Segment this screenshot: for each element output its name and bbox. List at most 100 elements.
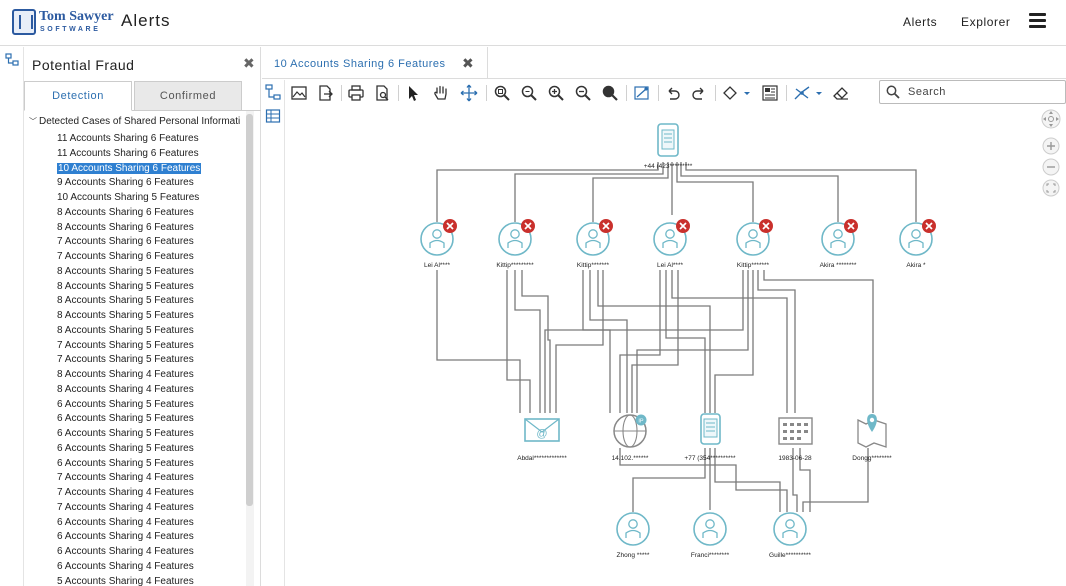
tree-item[interactable]: 6 Accounts Sharing 5 Features xyxy=(57,442,242,457)
zoom-fit-icon[interactable] xyxy=(492,83,512,103)
layout-icon[interactable] xyxy=(632,83,652,103)
tree-item[interactable]: 7 Accounts Sharing 5 Features xyxy=(57,353,242,368)
tree-item[interactable]: 7 Accounts Sharing 4 Features xyxy=(57,501,242,516)
account-label: Akira * xyxy=(906,262,926,269)
eraser-icon[interactable] xyxy=(831,83,851,103)
fill-color-dropdown-icon[interactable] xyxy=(742,83,752,103)
tree-item[interactable]: 8 Accounts Sharing 5 Features xyxy=(57,309,242,324)
tree-item[interactable]: 6 Accounts Sharing 4 Features xyxy=(57,560,242,575)
tree-item[interactable]: 8 Accounts Sharing 6 Features xyxy=(57,221,242,236)
zoom-marquee-icon[interactable] xyxy=(600,83,620,103)
zoom-actual-icon[interactable] xyxy=(519,83,539,103)
graph-canvas[interactable]: +44 (423********* Lei Al**** Kittip******… xyxy=(285,106,1066,586)
tree-item[interactable]: 7 Accounts Sharing 4 Features xyxy=(57,471,242,486)
tree-item-label: 6 Accounts Sharing 5 Features xyxy=(57,428,194,439)
tree-item[interactable]: 11 Accounts Sharing 6 Features xyxy=(57,132,242,147)
account-node[interactable]: Kittip******* xyxy=(736,219,773,269)
tree-item[interactable]: 10 Accounts Sharing 6 Features xyxy=(57,162,242,177)
chevron-down-icon[interactable]: ﹀ xyxy=(29,117,37,126)
nav-explorer[interactable]: Explorer xyxy=(961,15,1011,29)
ip-node[interactable]: IP 14.102.****** xyxy=(612,414,649,463)
table-view-icon[interactable] xyxy=(265,108,281,124)
export-image-icon[interactable] xyxy=(289,83,309,103)
alert-x-icon[interactable] xyxy=(521,219,535,233)
tree-item[interactable]: 9 Accounts Sharing 6 Features xyxy=(57,176,242,191)
pan-hand-icon[interactable] xyxy=(431,83,451,103)
select-pointer-icon[interactable] xyxy=(403,83,423,103)
tree-item[interactable]: 8 Accounts Sharing 5 Features xyxy=(57,265,242,280)
tree-item[interactable]: 11 Accounts Sharing 6 Features xyxy=(57,147,242,162)
phone-node-2[interactable]: +77 (354********** xyxy=(684,413,736,462)
tree-item[interactable]: 7 Accounts Sharing 6 Features xyxy=(57,250,242,265)
alert-x-icon[interactable] xyxy=(844,219,858,233)
tree-item[interactable]: 6 Accounts Sharing 4 Features xyxy=(57,530,242,545)
tree-item[interactable]: 8 Accounts Sharing 5 Features xyxy=(57,324,242,339)
zoom-out-small-icon[interactable] xyxy=(1042,158,1060,176)
tree-item[interactable]: 6 Accounts Sharing 5 Features xyxy=(57,457,242,472)
account-node-bottom[interactable]: Guille********** xyxy=(769,512,811,559)
tab-confirmed[interactable]: Confirmed xyxy=(134,81,242,111)
search-icon[interactable] xyxy=(886,85,900,99)
zoom-in-icon[interactable] xyxy=(546,83,566,103)
undo-icon[interactable] xyxy=(663,83,683,103)
export-file-icon[interactable] xyxy=(315,83,335,103)
tree-item[interactable]: 7 Accounts Sharing 5 Features xyxy=(57,339,242,354)
panel-title: Potential Fraud xyxy=(32,57,135,73)
print-preview-icon[interactable] xyxy=(372,83,392,103)
nav-alerts[interactable]: Alerts xyxy=(903,15,938,29)
tree-root-node[interactable]: ﹀Detected Cases of Shared Personal Infor… xyxy=(29,116,244,127)
tree-item[interactable]: 8 Accounts Sharing 4 Features xyxy=(57,368,242,383)
tree-item[interactable]: 7 Accounts Sharing 6 Features xyxy=(57,235,242,250)
tree-item[interactable]: 8 Accounts Sharing 4 Features xyxy=(57,383,242,398)
alert-x-icon[interactable] xyxy=(599,219,613,233)
tree-item[interactable]: 10 Accounts Sharing 5 Features xyxy=(57,191,242,206)
tree-item[interactable]: 5 Accounts Sharing 4 Features xyxy=(57,575,242,586)
document-tab-close-icon[interactable]: ✖ xyxy=(462,55,474,71)
pan-control-icon[interactable] xyxy=(1041,109,1061,129)
account-node[interactable]: Akira * xyxy=(899,219,936,269)
fit-screen-icon[interactable] xyxy=(1042,179,1060,197)
edge-style-icon[interactable] xyxy=(792,83,812,103)
account-node[interactable]: Lei Al**** xyxy=(653,219,690,269)
document-tab[interactable]: 10 Accounts Sharing 6 Features ✖ xyxy=(262,47,488,79)
zoom-out-icon[interactable] xyxy=(573,83,593,103)
alert-x-icon[interactable] xyxy=(676,219,690,233)
overview-panel-icon[interactable] xyxy=(760,83,780,103)
tab-detection[interactable]: Detection xyxy=(24,81,132,111)
print-icon[interactable] xyxy=(346,83,366,103)
graph-view-icon[interactable] xyxy=(265,84,281,100)
hamburger-menu-icon[interactable] xyxy=(1029,13,1046,29)
account-node[interactable]: Lei Al**** xyxy=(420,219,457,269)
account-node[interactable]: Kittip******* xyxy=(576,219,613,269)
tree-item[interactable]: 6 Accounts Sharing 4 Features xyxy=(57,516,242,531)
panel-scrollbar-thumb[interactable] xyxy=(246,114,253,506)
account-node[interactable]: Kittip********* xyxy=(496,219,535,269)
tree-item[interactable]: 7 Accounts Sharing 4 Features xyxy=(57,486,242,501)
tom-sawyer-logo[interactable]: Tom Sawyer SOFTWARE xyxy=(12,9,114,37)
tree-item[interactable]: 6 Accounts Sharing 5 Features xyxy=(57,398,242,413)
fill-color-icon[interactable] xyxy=(720,83,740,103)
alert-x-icon[interactable] xyxy=(922,219,936,233)
panel-close-icon[interactable]: ✖ xyxy=(243,55,255,71)
redo-icon[interactable] xyxy=(689,83,709,103)
email-node[interactable]: @ Abdal************* xyxy=(517,418,567,462)
address-node[interactable]: Dongg******** xyxy=(852,414,892,462)
account-node-bottom[interactable]: Zhong ***** xyxy=(616,512,650,559)
birthdate-node[interactable]: 1983-06-28 xyxy=(778,417,813,462)
tree-view-icon[interactable] xyxy=(5,53,19,67)
alert-x-icon[interactable] xyxy=(443,219,457,233)
tree-item[interactable]: 8 Accounts Sharing 5 Features xyxy=(57,280,242,295)
account-node-bottom[interactable]: Franci******** xyxy=(691,512,730,559)
move-arrows-icon[interactable] xyxy=(459,83,479,103)
edge-style-dropdown-icon[interactable] xyxy=(814,83,824,103)
zoom-in-small-icon[interactable] xyxy=(1042,137,1060,155)
tree-item[interactable]: 8 Accounts Sharing 5 Features xyxy=(57,294,242,309)
alert-x-icon[interactable] xyxy=(759,219,773,233)
account-node[interactable]: Akira ******** xyxy=(820,219,858,269)
tree-item[interactable]: 6 Accounts Sharing 5 Features xyxy=(57,412,242,427)
tree-item[interactable]: 8 Accounts Sharing 6 Features xyxy=(57,206,242,221)
search-input[interactable] xyxy=(908,83,1058,101)
tree-item[interactable]: 6 Accounts Sharing 5 Features xyxy=(57,427,242,442)
phone-node-top[interactable]: +44 (423********* xyxy=(644,123,693,170)
tree-item[interactable]: 6 Accounts Sharing 4 Features xyxy=(57,545,242,560)
